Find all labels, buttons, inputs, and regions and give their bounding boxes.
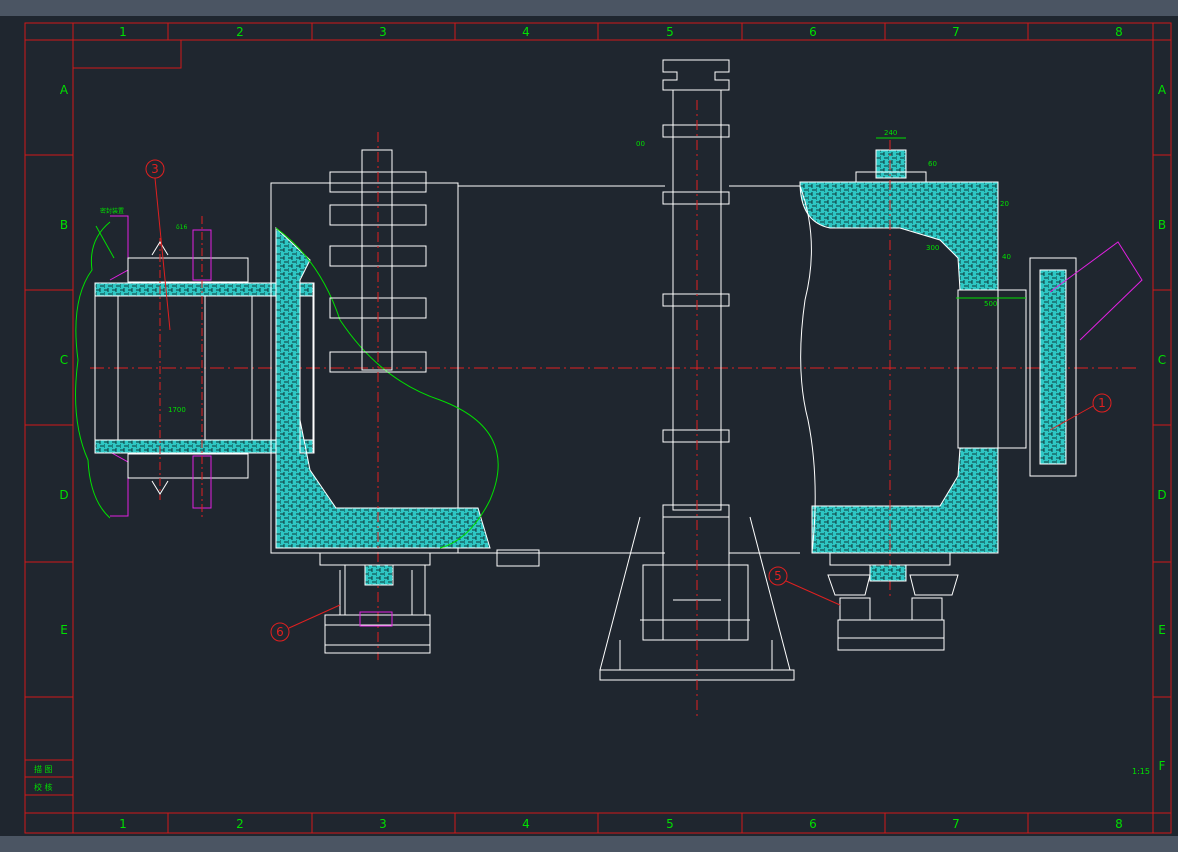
row-label-right: A bbox=[1158, 83, 1167, 97]
bearing-height-label: 60 bbox=[928, 160, 937, 168]
left-feed-end bbox=[75, 215, 314, 520]
lining-40-label: 40 bbox=[1002, 253, 1011, 261]
row-label-right: F bbox=[1159, 759, 1166, 773]
feed-seal-plate bbox=[109, 215, 129, 517]
discharge-chute bbox=[1049, 241, 1143, 341]
cad-drawing-canvas[interactable]: 1 2 3 4 5 6 7 8 1 2 3 4 5 6 7 8 A B C D … bbox=[0, 16, 1178, 836]
part-label-6: 6 bbox=[276, 625, 284, 639]
outlet-width-label: 500 bbox=[984, 300, 997, 308]
left-support bbox=[319, 549, 540, 654]
col-label-top: 6 bbox=[809, 25, 817, 39]
feed-flange-top bbox=[127, 257, 249, 283]
feed-seal-note: 密封装置 bbox=[100, 207, 124, 215]
row-label-left: D bbox=[59, 488, 68, 502]
ring-gear-tooth bbox=[329, 204, 427, 226]
row-label-right: C bbox=[1158, 353, 1166, 367]
col-label-bottom: 5 bbox=[666, 817, 674, 831]
col-label-bottom: 1 bbox=[119, 817, 127, 831]
row-dividers bbox=[25, 154, 1171, 698]
col-label-top: 8 bbox=[1115, 25, 1123, 39]
lining-20-label: 20 bbox=[1000, 200, 1009, 208]
col-label-bottom: 6 bbox=[809, 817, 817, 831]
feed-shell-lining-bottom bbox=[94, 439, 314, 454]
scale-label: 1:15 bbox=[1132, 767, 1150, 776]
ring-gear-hub bbox=[361, 149, 393, 371]
row-label-left: A bbox=[60, 83, 69, 97]
right-support bbox=[827, 552, 959, 651]
lining-300-label: 300 bbox=[926, 244, 939, 252]
col-label-top: 2 bbox=[236, 25, 244, 39]
discharge-lining-lower bbox=[811, 447, 999, 554]
right-discharge-end bbox=[729, 149, 1143, 554]
col-label-top: 4 bbox=[522, 25, 530, 39]
feed-shell-lining-top bbox=[94, 282, 314, 297]
discharge-break-curve bbox=[799, 185, 816, 554]
row-label-right: B bbox=[1158, 218, 1166, 232]
shell-diameter-label: 1700 bbox=[168, 406, 186, 414]
col-label-bottom: 3 bbox=[379, 817, 387, 831]
part-label-3: 3 bbox=[151, 162, 159, 176]
drum-hopper-lining bbox=[275, 226, 491, 549]
feed-seal-outline bbox=[75, 221, 111, 519]
discharge-lining bbox=[799, 181, 999, 291]
title-block-checked: 校 核 bbox=[34, 782, 53, 792]
feed-flange-bottom bbox=[127, 453, 249, 479]
col-label-top: 3 bbox=[379, 25, 387, 39]
row-label-left: E bbox=[60, 623, 68, 637]
row-label-left: B bbox=[60, 218, 68, 232]
bearing-block bbox=[875, 149, 907, 179]
drum-flange bbox=[299, 282, 315, 454]
row-label-left: C bbox=[60, 353, 68, 367]
col-label-top: 7 bbox=[952, 25, 960, 39]
drum-break-curve bbox=[275, 227, 499, 549]
steel-label: δ16 bbox=[176, 224, 187, 231]
row-label-right: D bbox=[1157, 488, 1166, 502]
discharge-outlet bbox=[957, 289, 1027, 449]
part-label-5: 5 bbox=[774, 569, 782, 583]
bearing-width-label: 240 bbox=[884, 129, 897, 137]
sheet-frame bbox=[24, 22, 1172, 834]
col-label-bottom: 2 bbox=[236, 817, 244, 831]
col-label-bottom: 8 bbox=[1115, 817, 1123, 831]
title-block-drawn: 描 图 bbox=[34, 764, 53, 774]
col-label-top: 1 bbox=[119, 25, 127, 39]
col-label-bottom: 4 bbox=[522, 817, 530, 831]
discharge-hood bbox=[1029, 257, 1077, 477]
window-bottom-bar bbox=[0, 836, 1178, 852]
center-mark: 00 bbox=[636, 140, 645, 148]
part-label-1: 1 bbox=[1098, 396, 1106, 410]
col-label-bottom: 7 bbox=[952, 817, 960, 831]
column-dividers bbox=[167, 23, 1029, 833]
col-label-top: 5 bbox=[666, 25, 674, 39]
window-top-bar bbox=[0, 0, 1178, 16]
row-label-right: E bbox=[1158, 623, 1166, 637]
part-callouts bbox=[145, 159, 1112, 642]
